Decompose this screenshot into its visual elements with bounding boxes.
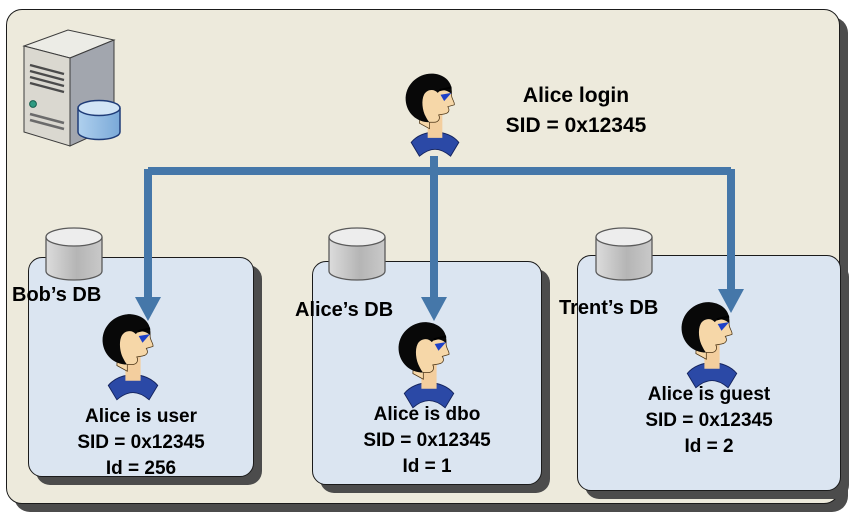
db-label-trents: Trent’s DB xyxy=(559,297,659,319)
db-label-bobs: Bob’s DB xyxy=(12,284,102,306)
database-cylinder-icon xyxy=(592,226,656,284)
db-box-alices: Alice is dbo SID = 0x12345 Id = 1 xyxy=(312,261,542,485)
person-icon xyxy=(95,310,171,402)
server-power-led xyxy=(29,100,37,108)
db-sid-line: SID = 0x12345 xyxy=(77,432,205,453)
db-id-line: Id = 2 xyxy=(684,436,734,457)
server-vents xyxy=(29,63,65,94)
server-drive-slots xyxy=(29,112,65,131)
db-caption: Alice is user SID = 0x12345 Id = 256 xyxy=(29,404,253,482)
db-id-line: Id = 1 xyxy=(402,456,452,477)
db-caption: Alice is dbo SID = 0x12345 Id = 1 xyxy=(313,402,541,480)
login-person-icon xyxy=(396,70,474,158)
login-sid: SID = 0x12345 xyxy=(505,114,647,137)
db-caption: Alice is guest SID = 0x12345 Id = 2 xyxy=(578,382,840,460)
server-database-cylinder-icon xyxy=(77,99,121,141)
login-title: Alice login xyxy=(522,84,630,107)
db-label-alices: Alice’s DB xyxy=(295,299,394,321)
db-user-line: Alice is dbo xyxy=(373,404,481,425)
db-user-line: Alice is user xyxy=(85,406,197,427)
login-caption: Alice login SID = 0x12345 xyxy=(478,81,674,141)
database-cylinder-icon xyxy=(325,226,389,284)
server-icon xyxy=(22,29,121,147)
person-icon xyxy=(391,318,467,410)
db-sid-line: SID = 0x12345 xyxy=(645,410,773,431)
db-user-line: Alice is guest xyxy=(647,384,771,405)
db-box-bobs: Alice is user SID = 0x12345 Id = 256 xyxy=(28,257,254,479)
db-id-line: Id = 256 xyxy=(105,458,177,479)
db-box-trents: Alice is guest SID = 0x12345 Id = 2 xyxy=(577,255,841,491)
database-cylinder-icon xyxy=(42,226,106,284)
person-icon xyxy=(674,298,750,390)
db-sid-line: SID = 0x12345 xyxy=(363,430,491,451)
